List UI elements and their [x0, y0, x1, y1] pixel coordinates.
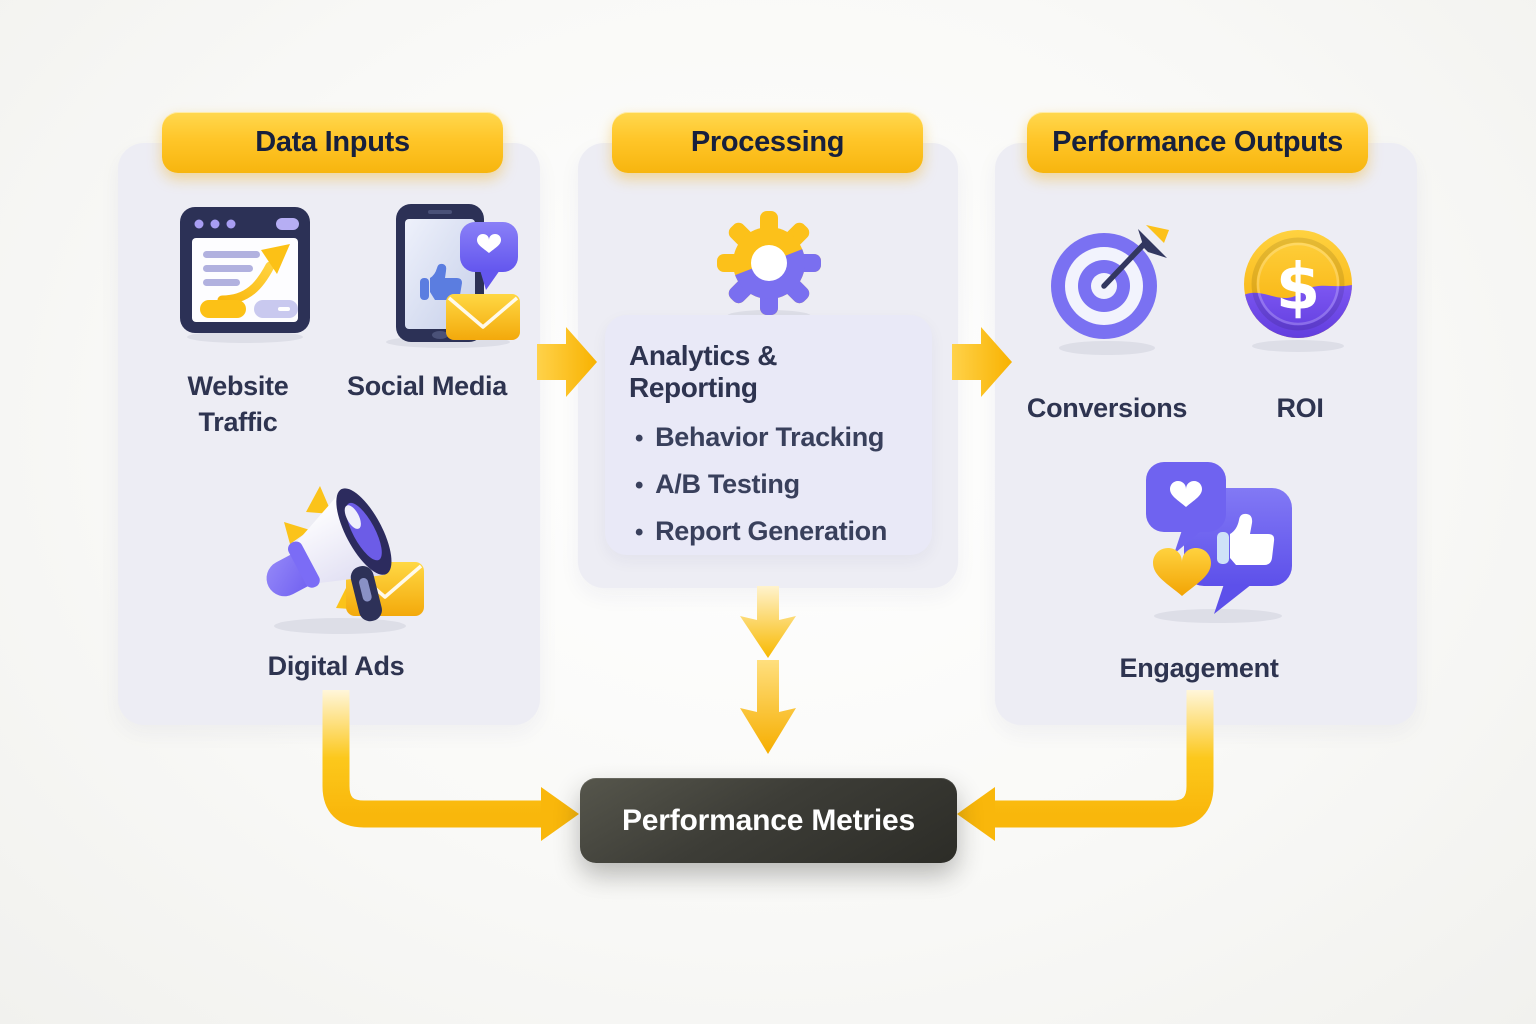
target-icon	[1051, 225, 1169, 355]
megaphone-icon	[266, 486, 424, 634]
bullet-label: Report Generation	[655, 515, 888, 546]
arrow-processing-down-2	[740, 660, 796, 754]
bullet-glyph: •	[635, 518, 644, 546]
data-inputs-badge: Data Inputs	[162, 112, 503, 173]
arrow-engagement-to-footer	[957, 690, 1214, 841]
analytics-reporting-card: Analytics & Reporting • Behavior Trackin…	[605, 315, 932, 555]
processing-badge: Processing	[612, 112, 923, 173]
engagement-icon	[1146, 462, 1292, 623]
arrow-processing-to-outputs	[952, 327, 1012, 397]
engagement-label: Engagement	[1119, 653, 1279, 683]
dollar-symbol: $	[1276, 251, 1321, 325]
roi-label: ROI	[1276, 393, 1324, 423]
conversions-label: Conversions	[1026, 393, 1188, 423]
performance-outputs-title: Performance Outputs	[1052, 126, 1343, 158]
data-inputs-title: Data Inputs	[255, 126, 410, 158]
analytics-reporting-title: Analytics & Reporting	[629, 340, 778, 403]
bullet-label: A/B Testing	[655, 468, 800, 499]
bullet-glyph: •	[635, 425, 644, 452]
arrow-digital-ads-to-footer	[322, 690, 579, 841]
bullet-report-generation: • Report Generation	[635, 515, 910, 549]
bullet-behavior-tracking: • Behavior Tracking	[635, 421, 910, 455]
coin-icon: $	[1244, 230, 1352, 352]
bullet-ab-testing: • A/B Testing	[635, 468, 910, 502]
bullet-glyph: •	[635, 471, 644, 499]
performance-metrics-label: Performance Metries	[622, 803, 915, 837]
bullet-label: Behavior Tracking	[655, 422, 885, 452]
gear-icon	[717, 211, 821, 322]
performance-metrics-box: Performance Metries	[580, 778, 957, 863]
processing-title: Processing	[690, 126, 845, 158]
performance-outputs-panel	[995, 143, 1417, 725]
arrow-inputs-to-processing	[537, 327, 597, 397]
digital-ads-label: Digital Ads	[267, 651, 405, 681]
browser-analytics-icon	[180, 207, 310, 343]
phone-social-icon	[386, 204, 520, 348]
arrow-processing-down-1	[740, 586, 796, 658]
social-media-label: Social Media	[347, 371, 507, 401]
website-traffic-label: Website Traffic	[187, 371, 289, 438]
performance-outputs-badge: Performance Outputs	[1027, 112, 1368, 173]
